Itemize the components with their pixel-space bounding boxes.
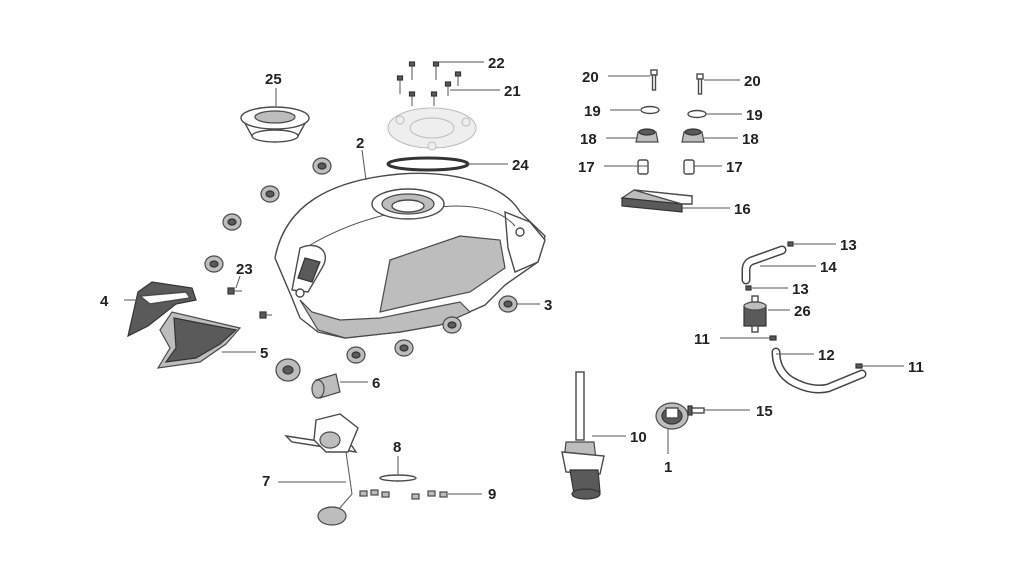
fuel-hose-12[interactable]	[771, 347, 867, 394]
callout-12: 12	[818, 347, 835, 364]
callout-3: 3	[544, 297, 552, 314]
callout-20-right: 20	[744, 73, 761, 90]
flange-screws[interactable]	[396, 61, 462, 106]
callout-19-left: 19	[584, 103, 601, 120]
callout-9: 9	[488, 486, 496, 503]
callout-11-left: 11	[694, 331, 710, 348]
callout-8: 8	[393, 439, 401, 456]
bracket-left[interactable]	[127, 281, 197, 338]
bolt-23[interactable]	[227, 287, 272, 319]
filler-flange[interactable]	[387, 107, 477, 151]
fuel-cap[interactable]	[240, 106, 310, 143]
washers-19[interactable]	[640, 105, 707, 119]
callout-17-left: 17	[578, 159, 595, 176]
callout-25: 25	[265, 71, 282, 88]
collars-17[interactable]	[637, 159, 695, 175]
callout-23: 23	[236, 261, 253, 278]
callout-7: 7	[262, 473, 270, 490]
fuel-filter-26[interactable]	[743, 295, 767, 333]
bolts-20[interactable]	[650, 69, 704, 95]
callout-21: 21	[504, 83, 521, 100]
lever-screw[interactable]	[687, 405, 705, 416]
callout-10: 10	[630, 429, 647, 446]
flange-gasket[interactable]	[386, 156, 470, 172]
side-cover[interactable]	[156, 311, 242, 369]
clips-13[interactable]	[745, 241, 794, 291]
clips-11[interactable]	[769, 335, 863, 369]
callout-16: 16	[734, 201, 751, 218]
rubber-mount-16[interactable]	[620, 189, 694, 213]
vent-hose-14[interactable]	[741, 245, 787, 285]
callout-13-top: 13	[840, 237, 857, 254]
callout-14: 14	[820, 259, 837, 276]
callout-6: 6	[372, 375, 380, 392]
fuel-level-sender[interactable]	[283, 413, 359, 526]
fuel-tank[interactable]	[274, 172, 546, 339]
callout-22: 22	[488, 55, 505, 72]
sender-gasket[interactable]	[379, 474, 417, 482]
callout-13-bottom: 13	[792, 281, 809, 298]
callout-4: 4	[100, 293, 109, 310]
callout-labels: 25 2 3 4 5 6 7 8 9 10 1 15 16 17 17 18 1…	[100, 55, 924, 503]
callout-20-left: 20	[582, 69, 599, 86]
tap-lever[interactable]	[655, 402, 689, 430]
callout-2: 2	[356, 135, 364, 152]
callout-11-right: 11	[908, 359, 924, 376]
callout-1: 1	[664, 459, 672, 476]
nuts[interactable]	[359, 489, 448, 500]
callout-17-right: 17	[726, 159, 743, 176]
leader-lines	[124, 61, 904, 495]
callout-19-right: 19	[746, 107, 763, 124]
callout-18-left: 18	[580, 131, 597, 148]
fuel-tap[interactable]	[561, 371, 605, 500]
callout-5: 5	[260, 345, 268, 362]
callout-18-right: 18	[742, 131, 759, 148]
rubber-dampers[interactable]	[204, 157, 518, 364]
grommets-18[interactable]	[635, 128, 705, 143]
bushing[interactable]	[275, 358, 341, 399]
callout-26: 26	[794, 303, 811, 320]
callout-24: 24	[512, 157, 529, 174]
callout-15: 15	[756, 403, 773, 420]
